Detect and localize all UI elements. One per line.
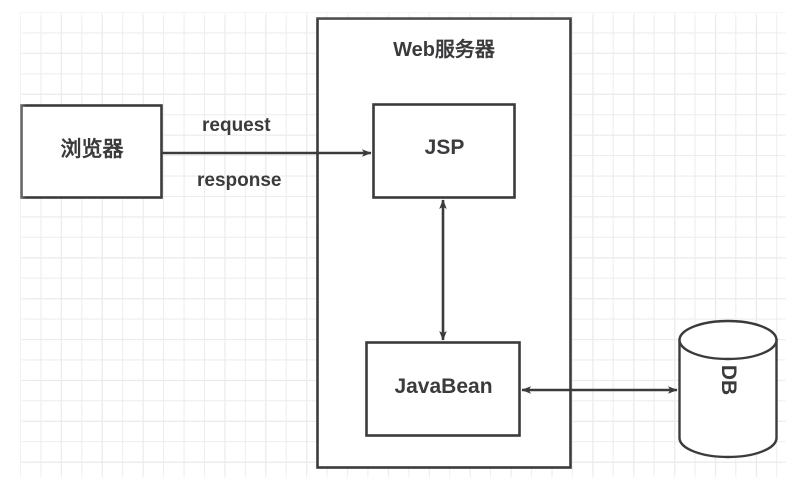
node-jsp[interactable] bbox=[372, 103, 516, 199]
node-javabean[interactable] bbox=[365, 341, 521, 437]
edge-label-request: request bbox=[202, 115, 271, 136]
node-browser[interactable] bbox=[20, 104, 163, 199]
node-db[interactable] bbox=[678, 319, 778, 459]
edge-label-response: response bbox=[197, 170, 282, 191]
